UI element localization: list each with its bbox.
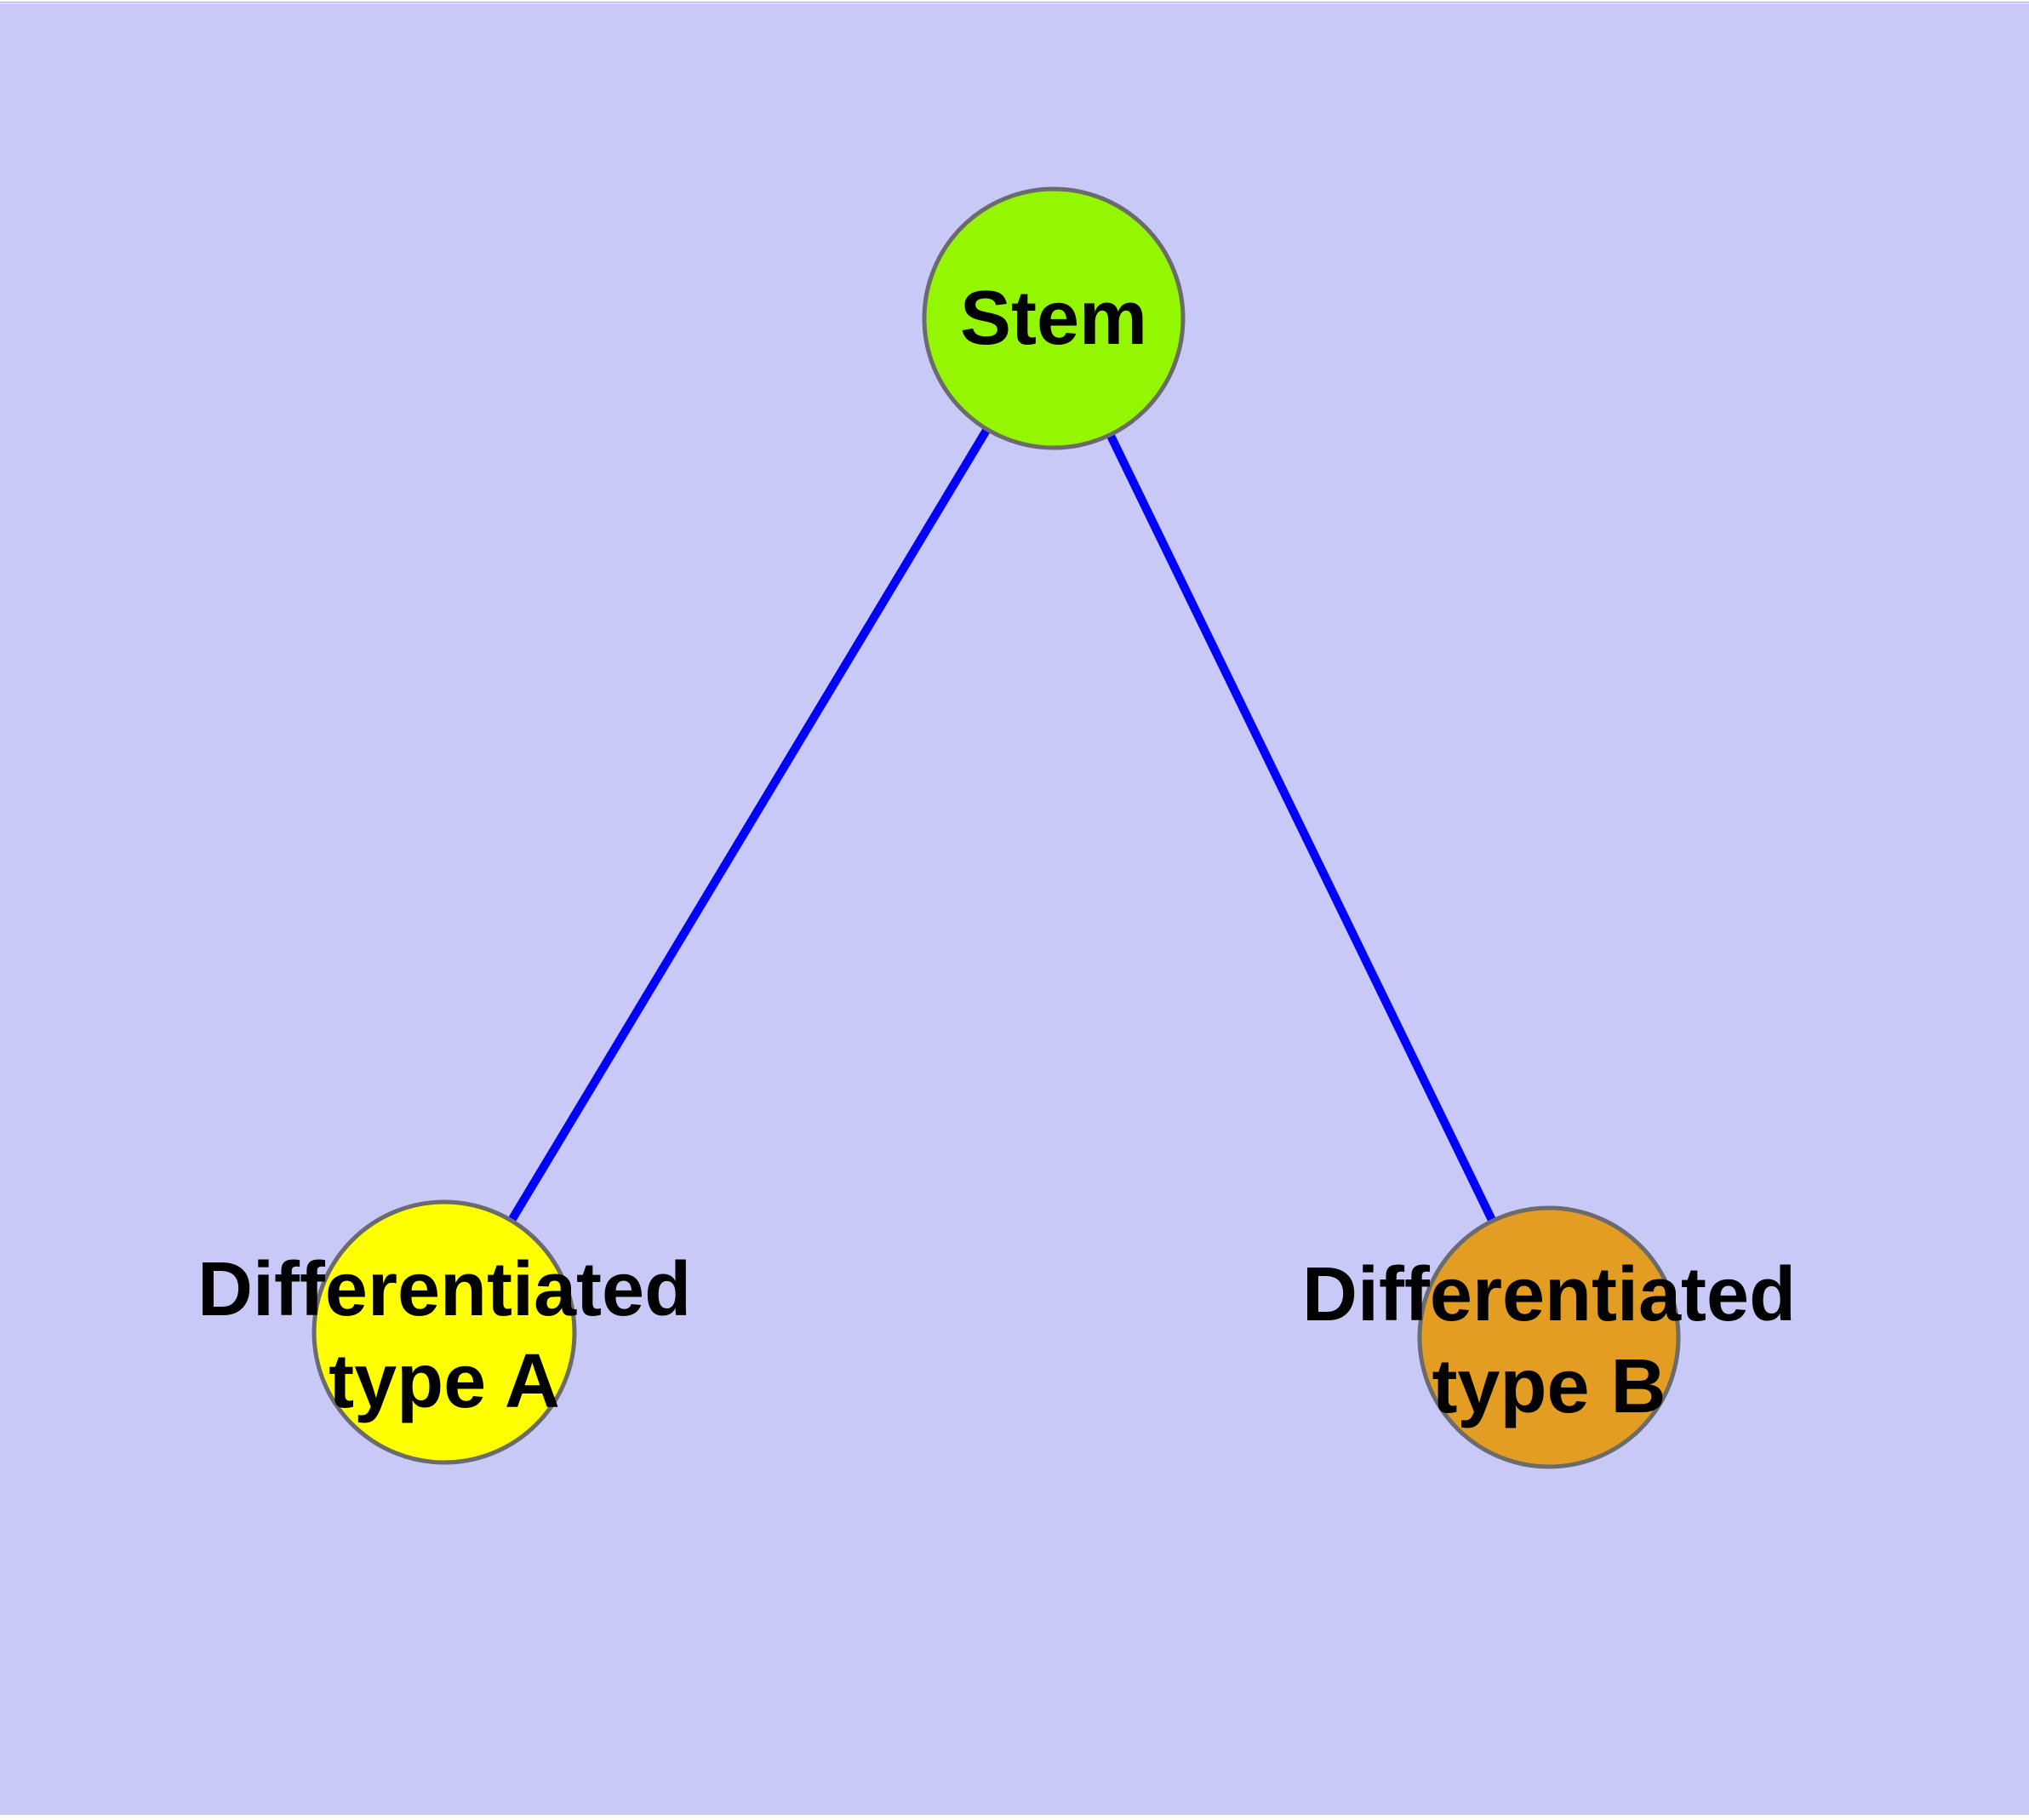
diagram-canvas: Stem Differentiated type A Differentiate…	[0, 3, 2029, 1815]
node-type-b-circle	[1417, 1205, 1681, 1469]
node-type-b-label-line2: type B	[1432, 1344, 1666, 1429]
node-type-a-label-line2: type A	[329, 1339, 560, 1424]
bottom-margin	[0, 1815, 2029, 1820]
edge-stem-to-type-a	[440, 316, 1058, 1335]
node-type-a-label-line1: Differentiated	[197, 1247, 692, 1332]
node-type-b-label-line1: Differentiated	[1301, 1252, 1797, 1337]
node-type-b-label: Differentiated type B	[1302, 1249, 1796, 1433]
node-stem-label: Stem	[960, 272, 1147, 364]
node-type-a-label: Differentiated type A	[197, 1244, 691, 1428]
node-stem-label-line: Stem	[959, 276, 1148, 361]
top-rule	[0, 2, 2029, 3]
node-type-a-circle	[311, 1199, 577, 1465]
node-stem-circle	[922, 186, 1186, 450]
edge-stem-to-type-b	[1049, 316, 1553, 1340]
graph-svg	[311, 186, 1681, 1469]
